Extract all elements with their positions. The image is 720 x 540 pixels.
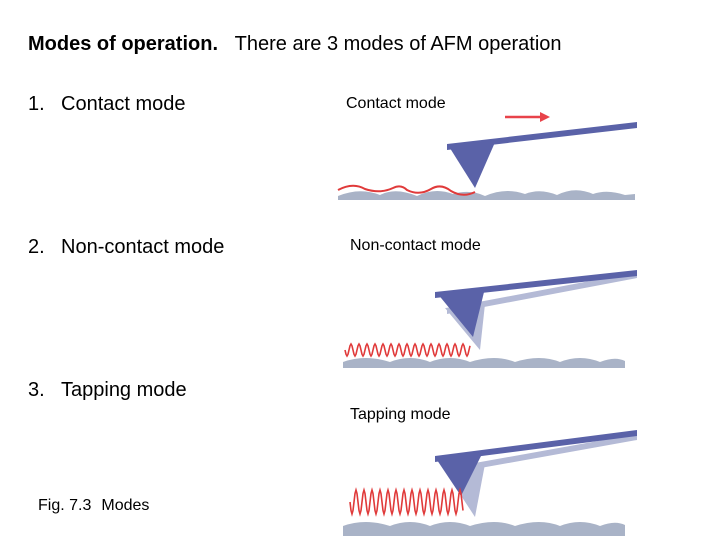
figure-number: Fig. 7.3 <box>38 497 92 514</box>
mode-label: Tapping mode <box>61 379 187 401</box>
cantilever-ghost <box>447 272 637 314</box>
mode-number: 2. <box>28 236 45 258</box>
cantilever <box>435 430 637 462</box>
scan-direction-arrow-icon <box>505 112 550 122</box>
sample-surface <box>343 522 625 536</box>
mode-item-tapping: 3. Tapping mode <box>28 379 187 402</box>
panel-label-non-contact: Non-contact mode <box>350 237 481 254</box>
tapping-mode-illustration <box>343 430 637 536</box>
title-rest: There are 3 modes of AFM operation <box>234 33 562 55</box>
sample-surface <box>343 358 625 368</box>
oscillation-wave <box>344 342 471 358</box>
cantilever <box>435 270 637 298</box>
panel-label-contact: Contact mode <box>346 95 446 112</box>
mode-number: 3. <box>28 379 45 401</box>
non-contact-mode-illustration <box>343 270 637 368</box>
title-bold: Modes of operation. <box>28 33 218 55</box>
mode-item-non-contact: 2. Non-contact mode <box>28 236 224 259</box>
mode-label: Non-contact mode <box>61 236 225 258</box>
contact-signal-trace <box>337 184 476 196</box>
sample-surface <box>338 190 635 200</box>
tapping-wave <box>349 487 464 517</box>
mode-label: Contact mode <box>61 93 186 115</box>
afm-tip <box>448 140 496 188</box>
figure-caption: Fig. 7.3 Modes <box>38 497 149 515</box>
panel-label-tapping: Tapping mode <box>350 406 451 423</box>
mode-number: 1. <box>28 93 45 115</box>
cantilever-ghost <box>447 434 637 474</box>
afm-tip <box>437 288 485 337</box>
slide-title: Modes of operation. There are 3 modes of… <box>28 33 562 56</box>
contact-mode-illustration <box>337 112 637 200</box>
mode-item-contact: 1. Contact mode <box>28 93 186 116</box>
figure-label: Modes <box>101 497 150 514</box>
afm-tip <box>435 452 483 496</box>
